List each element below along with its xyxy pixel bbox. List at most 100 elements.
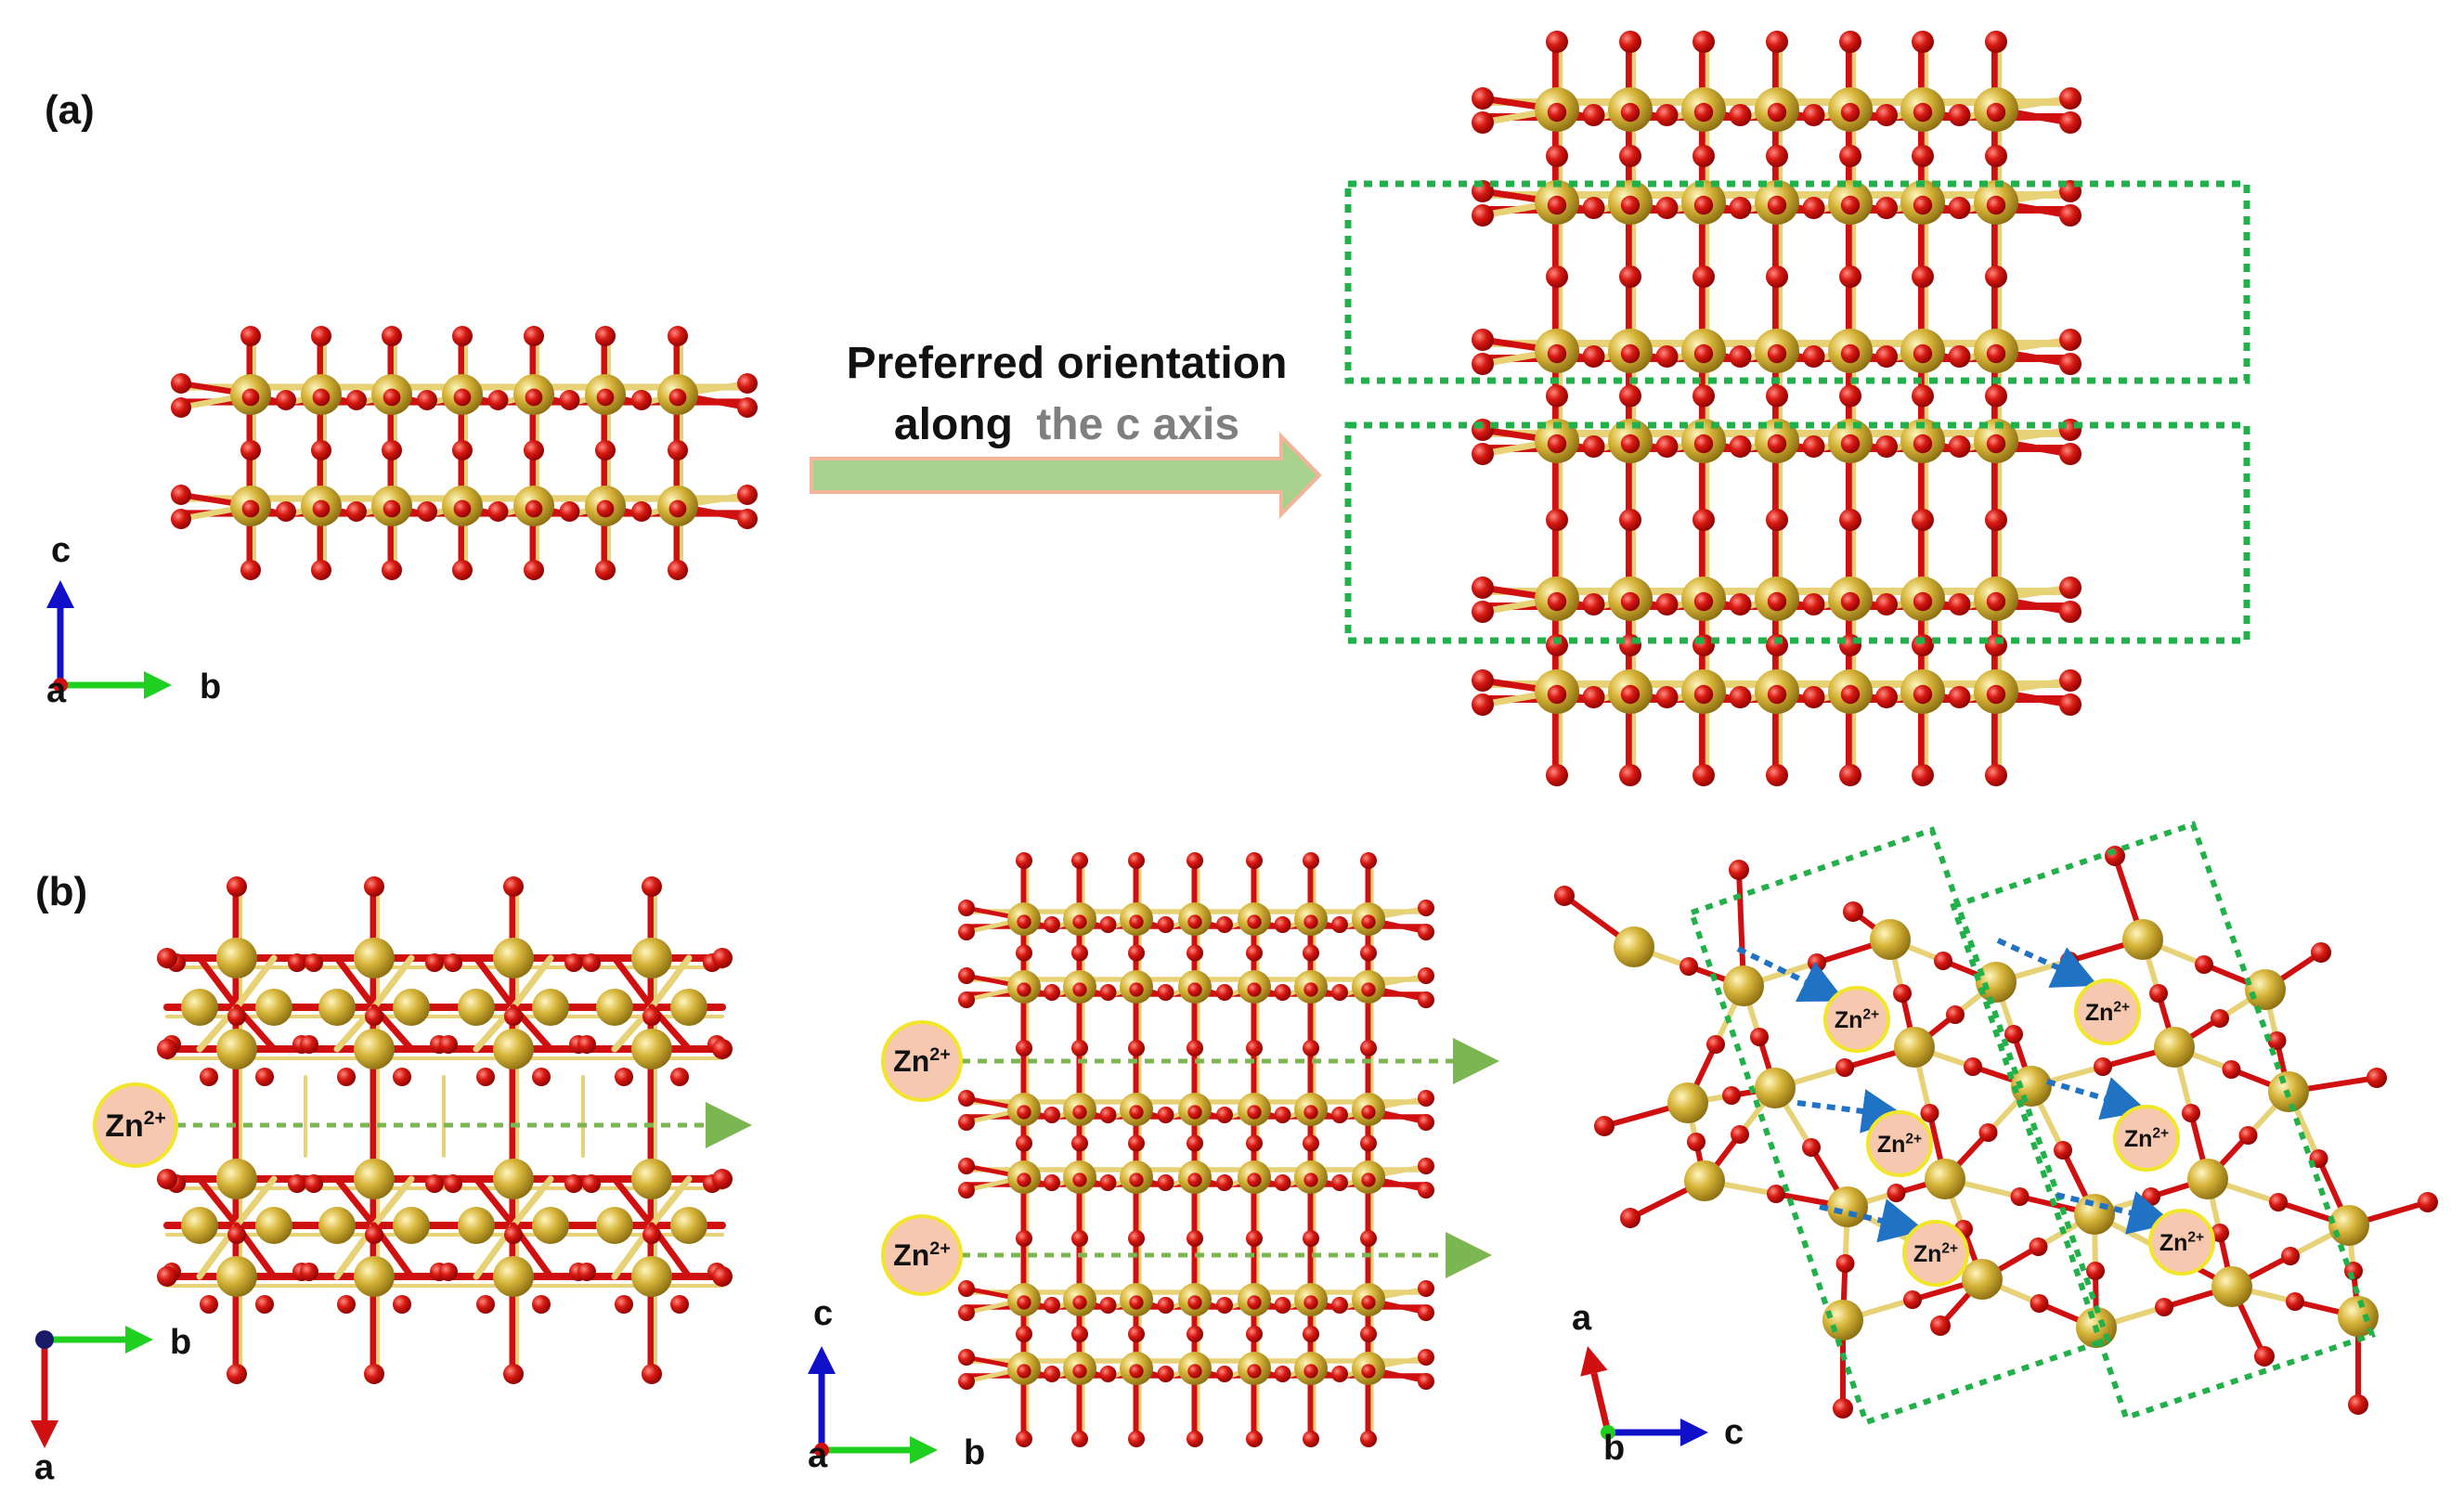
oxygen-atom <box>1274 984 1291 1001</box>
oxygen-atom <box>1247 1173 1262 1187</box>
oxygen-atom <box>1547 195 1567 215</box>
oxygen-atom <box>1802 104 1825 126</box>
oxygen-atom <box>1246 944 1263 962</box>
oxygen-atom <box>1016 1230 1032 1247</box>
oxygen-atom <box>1840 434 1861 454</box>
oxygen-atom <box>1303 1040 1319 1056</box>
oxygen-atom <box>1274 1174 1291 1191</box>
oxygen-atom <box>2086 1262 2105 1280</box>
oxygen-atom <box>670 1068 689 1086</box>
oxygen-atom <box>1247 914 1262 929</box>
metal-atom <box>354 938 395 978</box>
zn-ion-circle <box>881 1020 963 1102</box>
metal-atom <box>670 1207 707 1244</box>
oxygen-atom <box>1766 31 1788 53</box>
oxygen-atom <box>476 1295 495 1314</box>
oxygen-atom <box>1912 31 1934 53</box>
oxygen-atom <box>642 1225 661 1244</box>
oxygen-atom <box>1418 1304 1434 1321</box>
oxygen-atom <box>453 499 472 518</box>
axis-arrow-c <box>808 1346 836 1450</box>
dotted-tunnel-right <box>1950 821 2376 1421</box>
axis-label-c: c <box>1724 1413 1744 1452</box>
zn-ion: Zn2+ <box>881 1214 963 1296</box>
oxygen-atom <box>1331 1174 1348 1191</box>
oxygen-atom <box>958 991 975 1008</box>
oxygen-atom <box>1978 1123 1998 1142</box>
oxygen-atom <box>1948 686 1971 708</box>
oxygen-atom <box>1246 1431 1263 1447</box>
zn-ion: Zn2+ <box>1866 1110 1933 1177</box>
oxygen-atom <box>1839 384 1861 408</box>
axis-label-a: a <box>46 671 67 710</box>
oxygen-atom <box>364 876 384 897</box>
oxygen-atom <box>288 953 306 972</box>
oxygen-atom <box>1839 31 1861 53</box>
bond <box>233 1175 278 1229</box>
oxygen-atom <box>393 1068 411 1086</box>
oxygen-atom <box>487 390 509 410</box>
oxygen-atom <box>1099 1366 1117 1382</box>
oxygen-atom <box>1767 434 1787 454</box>
oxygen-atom <box>1187 1326 1203 1342</box>
metal-atom <box>631 1159 672 1199</box>
oxygen-atom <box>300 1035 318 1054</box>
metal-atom <box>532 989 569 1026</box>
oxygen-atom <box>1547 591 1567 612</box>
oxygen-atom <box>1620 102 1641 123</box>
bond <box>473 954 517 1011</box>
oxygen-atom <box>1692 145 1715 167</box>
oxygen-atom <box>157 1039 177 1059</box>
bond <box>611 1175 655 1229</box>
axis-arrow-b-head <box>144 671 172 699</box>
metal-atom <box>216 1029 257 1069</box>
oxygen-atom <box>305 1174 323 1193</box>
axis-label-a: a <box>808 1436 828 1475</box>
oxygen-atom <box>958 1304 975 1321</box>
oxygen-atom <box>346 390 367 410</box>
oxygen-atom <box>1187 1105 1202 1120</box>
oxygen-atom <box>712 1169 733 1189</box>
zn-ion-circle <box>881 1214 963 1296</box>
oxygen-atom <box>1044 984 1060 1001</box>
oxygen-atom <box>2059 204 2081 227</box>
oxygen-atom <box>1017 914 1031 929</box>
oxygen-atom <box>1802 345 1825 368</box>
oxygen-atom <box>564 1174 583 1193</box>
oxygen-atom <box>1099 1297 1117 1314</box>
oxygen-atom <box>1693 591 1714 612</box>
oxygen-atom <box>1017 982 1031 997</box>
oxygen-atom <box>1361 982 1376 997</box>
metal-atom <box>1976 962 2017 1003</box>
oxygen-atom <box>958 1182 975 1199</box>
oxygen-atom <box>1767 343 1787 364</box>
oxygen-atom <box>1934 952 1952 970</box>
oxygen-atom <box>452 560 473 580</box>
oxygen-atom <box>312 388 331 407</box>
oxygen-atom <box>582 953 601 972</box>
oxygen-atom <box>417 501 437 522</box>
blue-diffusion-arrows <box>1736 938 2174 1243</box>
dotted-box-lower <box>1344 421 2250 644</box>
oxygen-atom <box>425 1174 444 1193</box>
oxygen-atom <box>1692 384 1715 408</box>
oxygen-atom <box>1016 944 1032 962</box>
metal-atom <box>354 1159 395 1199</box>
oxygen-atom <box>958 900 975 916</box>
oxygen-atom <box>642 1364 662 1384</box>
oxygen-atom <box>444 1174 462 1193</box>
oxygen-atom <box>1893 984 1912 1003</box>
oxygen-atom <box>1072 1173 1087 1187</box>
dotted-tunnel-left <box>1688 826 2111 1426</box>
structure-a-single-layer <box>171 326 758 580</box>
oxygen-atom <box>958 1280 975 1297</box>
zn-ion-label: Zn2+ <box>1835 1006 1879 1033</box>
oxygen-atom <box>1360 852 1377 869</box>
axis-label-c: c <box>51 531 71 570</box>
metal-atom <box>354 1256 395 1297</box>
oxygen-atom <box>365 1225 383 1244</box>
oxygen-atom <box>631 390 652 410</box>
oxygen-atom <box>2059 329 2081 351</box>
